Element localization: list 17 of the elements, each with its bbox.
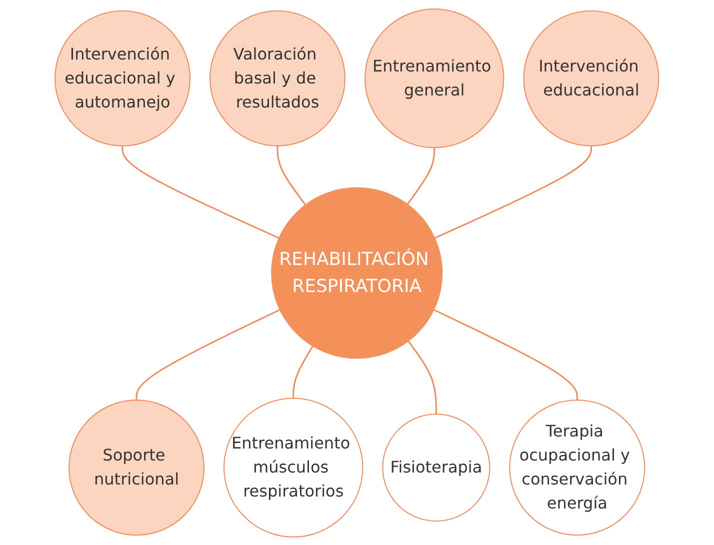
connector	[406, 147, 436, 204]
node-circle: Entrenamiento músculos respiratorios	[224, 397, 364, 537]
node-circle: Entrenamiento general	[364, 8, 504, 148]
node-circle: Terapia ocupacional y conservación energía	[509, 399, 646, 536]
connector	[292, 345, 314, 398]
connector	[136, 308, 280, 400]
node-circle: REHABILITACIÓN RESPIRATORIA	[271, 186, 443, 358]
node-circle: Soporte nutricional	[68, 399, 205, 536]
node-circle: Valoración basal y de resultados	[210, 10, 346, 146]
connector	[408, 340, 438, 414]
connector	[434, 145, 592, 238]
node-circle: Fisioterapia	[382, 413, 490, 522]
node-circle: Intervención educacional	[523, 10, 660, 146]
connector	[276, 145, 306, 205]
connector	[122, 145, 280, 238]
connector	[434, 308, 578, 400]
node-circle: Intervención educacional y automanejo	[54, 10, 191, 146]
